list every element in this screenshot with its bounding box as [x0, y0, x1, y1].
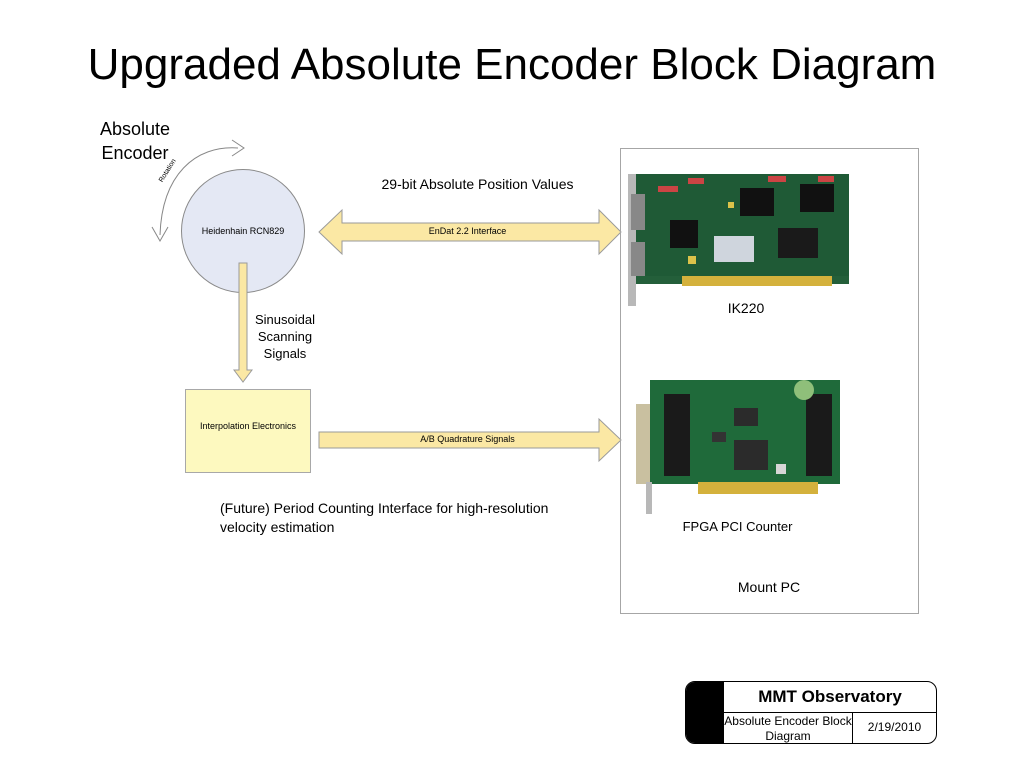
interpolation-box	[185, 389, 311, 473]
title-block-date: 2/19/2010	[867, 720, 922, 734]
sinusoidal-signals-label: Sinusoidal Scanning Signals	[255, 312, 315, 361]
title-block: MMT Observatory Absolute Encoder Block D…	[685, 681, 937, 744]
interpolation-name: Interpolation Electronics	[199, 421, 297, 431]
endat-label: EnDat 2.2 Interface	[428, 226, 507, 236]
future-interface-note: (Future) Period Counting Interface for h…	[220, 500, 549, 535]
encoder-label: Absolute Encoder	[99, 119, 171, 163]
rotation-arrow-icon	[151, 139, 245, 243]
encoder-device-name: Heidenhain RCN829	[201, 226, 285, 236]
fpga-board-image	[636, 380, 840, 514]
ab-quadrature-arrow	[318, 417, 622, 463]
page-title: Upgraded Absolute Encoder Block Diagram	[87, 40, 937, 89]
mount-pc-label: Mount PC	[737, 579, 801, 595]
ik220-board-image	[628, 174, 849, 306]
position-values-label: 29-bit Absolute Position Values	[381, 176, 574, 192]
title-block-stripe	[686, 682, 724, 743]
fpga-counter-label: FPGA PCI Counter	[682, 519, 793, 534]
ik220-label: IK220	[727, 300, 765, 316]
endat-double-arrow	[318, 208, 622, 256]
title-block-description: Absolute Encoder Block Diagram	[724, 712, 853, 743]
sinusoidal-down-arrow	[233, 262, 253, 383]
mount-pc-box	[620, 148, 919, 614]
ab-quadrature-label: A/B Quadrature Signals	[420, 434, 515, 444]
title-block-organization: MMT Observatory	[724, 682, 936, 713]
